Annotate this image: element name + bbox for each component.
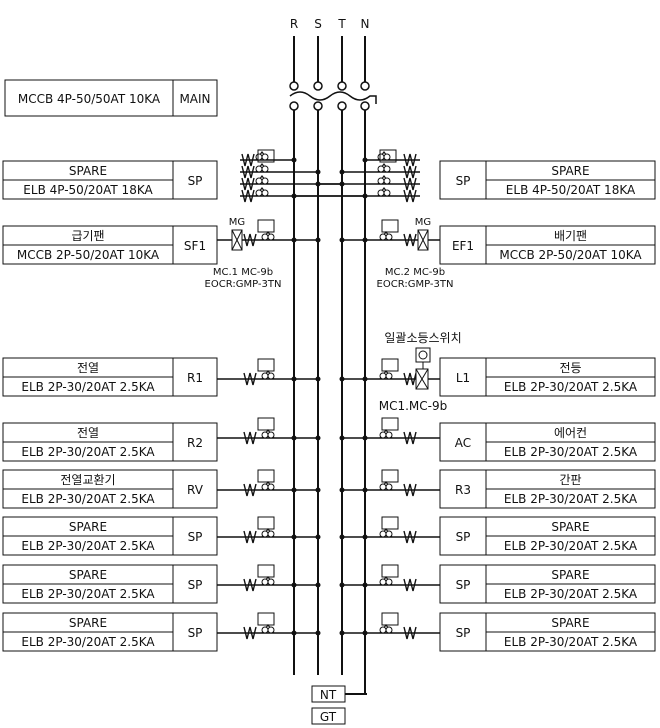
bus-bars xyxy=(293,36,366,678)
feeder-spec: ELB 2P-30/20AT 2.5KA xyxy=(21,539,155,553)
feeder-code: R2 xyxy=(187,436,203,450)
feeder-name: SPARE xyxy=(69,616,107,630)
feeder-code: SP xyxy=(188,626,203,640)
feeder-code: AC xyxy=(455,436,471,450)
feeder-spec: ELB 2P-30/20AT 2.5KA xyxy=(504,380,638,394)
feeder-code: SP xyxy=(188,530,203,544)
right-feeder-3: 에어컨 ELB 2P-30/20AT 2.5KA AC xyxy=(339,417,656,462)
feeder-name: 에어컨 xyxy=(554,426,587,440)
feeder-code: SP xyxy=(188,174,203,188)
mc-label: MC.1 MC-9b xyxy=(213,267,273,278)
right-feeder-5: SPARE ELB 2P-30/20AT 2.5KA SP xyxy=(339,516,656,556)
right-feeder-7: SPARE ELB 2P-30/20AT 2.5KA SP xyxy=(339,612,656,652)
feeder-code: SP xyxy=(456,626,471,640)
feeder-spec: ELB 2P-30/20AT 2.5KA xyxy=(21,492,155,506)
feeder-name: SPARE xyxy=(69,520,107,534)
left-feeder-7: SPARE ELB 2P-30/20AT 2.5KA SP xyxy=(2,612,321,652)
feeder-code: L1 xyxy=(456,371,470,385)
mc-label: MC.2 MC-9b xyxy=(385,267,445,278)
bus-label-n: N xyxy=(361,17,370,31)
feeder-spec: ELB 2P-30/20AT 2.5KA xyxy=(21,445,155,459)
left-feeder-2: 전열 ELB 2P-30/20AT 2.5KA R1 xyxy=(2,357,321,397)
feeder-name: SPARE xyxy=(551,164,589,178)
feeder-code: R3 xyxy=(455,483,471,497)
right-feeder-2: 전등 ELB 2P-30/20AT 2.5KA L1 일괄소등스위치 MC1.MC-9b xyxy=(339,331,656,413)
right-feeder-4: 간판 ELB 2P-30/20AT 2.5KA R3 xyxy=(339,469,656,509)
feeder-spec: ELB 2P-30/20AT 2.5KA xyxy=(21,587,155,601)
feeder-spec: ELB 2P-30/20AT 2.5KA xyxy=(504,539,638,553)
bus-label-r: R xyxy=(290,17,298,31)
bus-label-t: T xyxy=(337,17,346,31)
feeder-name: 전열 xyxy=(77,361,99,375)
switch-label: 일괄소등스위치 xyxy=(384,331,461,345)
feeder-code: SF1 xyxy=(184,239,206,253)
feeder-spec: ELB 2P-30/20AT 2.5KA xyxy=(504,587,638,601)
feeder-name: 간판 xyxy=(559,473,581,487)
feeder-name: SPARE xyxy=(69,164,107,178)
feeder-name: SPARE xyxy=(551,520,589,534)
feeder-name: SPARE xyxy=(551,616,589,630)
feeder-code: SP xyxy=(456,530,471,544)
eocr-label: EOCR:GMP-3TN xyxy=(377,279,454,290)
feeder-code: SP xyxy=(188,578,203,592)
main-breaker-box: MCCB 4P-50/50AT 10KA MAIN xyxy=(4,79,218,117)
feeder-name: SPARE xyxy=(69,568,107,582)
main-breaker-symbol xyxy=(289,81,377,111)
right-feeder-1: 배기팬 MCCB 2P-50/20AT 10KA EF1 MG MC.2 MC-9bEO… xyxy=(339,217,656,290)
left-feeder-3: 전열 ELB 2P-30/20AT 2.5KA R2 xyxy=(2,417,321,462)
left-feeder-4: 전열교환기 ELB 2P-30/20AT 2.5KA RV xyxy=(2,469,321,509)
feeder-name: 배기팬 xyxy=(554,229,587,243)
right-feeder-0: SPARE ELB 4P-50/20AT 18KA SP xyxy=(291,149,656,203)
feeder-code: R1 xyxy=(187,371,203,385)
left-feeders: SPARE ELB 4P-50/20AT 18KA SP 급기팬 MCCB 2P-50/… xyxy=(2,149,368,652)
main-spec: MCCB 4P-50/50AT 10KA xyxy=(18,92,161,106)
terminal-block: NT GT xyxy=(311,678,367,725)
eocr-label: EOCR:GMP-3TN xyxy=(205,279,282,290)
bus-label-s: S xyxy=(314,17,322,31)
feeder-code: SP xyxy=(456,174,471,188)
nt-label: NT xyxy=(320,688,337,702)
left-feeder-0: SPARE ELB 4P-50/20AT 18KA SP xyxy=(2,149,368,203)
mg-label: MG xyxy=(415,217,431,228)
left-feeder-1: 급기팬 MCCB 2P-50/20AT 10KA SF1 MG MC.1 MC-9bEO… xyxy=(2,217,321,290)
feeder-spec: ELB 2P-30/20AT 2.5KA xyxy=(504,635,638,649)
feeder-spec: ELB 2P-30/20AT 2.5KA xyxy=(504,492,638,506)
left-feeder-5: SPARE ELB 2P-30/20AT 2.5KA SP xyxy=(2,516,321,556)
feeder-name: SPARE xyxy=(551,568,589,582)
feeder-spec: ELB 4P-50/20AT 18KA xyxy=(23,183,153,197)
feeder-code: RV xyxy=(187,483,204,497)
feeder-name: 급기팬 xyxy=(71,229,104,243)
feeder-spec: ELB 2P-30/20AT 2.5KA xyxy=(21,380,155,394)
feeder-name: 전열교환기 xyxy=(60,473,115,487)
right-feeders: SPARE ELB 4P-50/20AT 18KA SP 배기팬 MCCB 2P-50/… xyxy=(291,149,656,652)
feeder-spec: ELB 2P-30/20AT 2.5KA xyxy=(21,635,155,649)
mg-label: MG xyxy=(229,217,245,228)
feeder-spec: MCCB 2P-50/20AT 10KA xyxy=(17,248,160,262)
left-feeder-6: SPARE ELB 2P-30/20AT 2.5KA SP xyxy=(2,564,321,604)
main-code: MAIN xyxy=(179,92,210,106)
feeder-code: SP xyxy=(456,578,471,592)
feeder-code: EF1 xyxy=(452,239,474,253)
feeder-name: 전등 xyxy=(559,361,581,375)
gt-label: GT xyxy=(320,710,337,724)
feeder-name: 전열 xyxy=(77,426,99,440)
mc-label: MC1.MC-9b xyxy=(379,399,448,413)
feeder-spec: MCCB 2P-50/20AT 10KA xyxy=(499,248,642,262)
feeder-spec: ELB 4P-50/20AT 18KA xyxy=(506,183,636,197)
right-feeder-6: SPARE ELB 2P-30/20AT 2.5KA SP xyxy=(339,564,656,604)
feeder-spec: ELB 2P-30/20AT 2.5KA xyxy=(504,445,638,459)
